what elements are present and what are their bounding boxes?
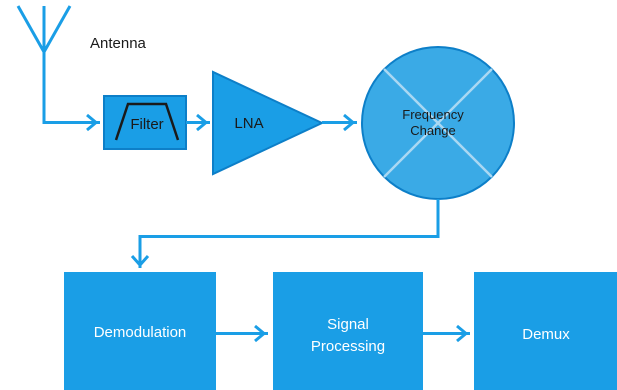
demodulation-label: Demodulation (94, 324, 187, 341)
antenna-label: Antenna (90, 35, 147, 52)
bandpass-icon (114, 102, 180, 141)
mixer-to-demodulation-wire (130, 199, 440, 268)
filter-block: Filter (103, 95, 187, 150)
demux-label: Demux (522, 326, 570, 343)
lna-to-mixer-arrow (322, 113, 357, 132)
mixer-label-line2: Change (410, 123, 456, 138)
lna-amplifier: LNA (212, 70, 325, 176)
demodulation-to-signal-arrow (216, 324, 268, 343)
signal-processing-block: Signal Processing (273, 272, 423, 390)
antenna-symbol (16, 5, 100, 132)
filter-label: Filter (130, 116, 163, 133)
signal-processing-line1: Signal (327, 316, 369, 333)
signal-processing-line2: Processing (311, 338, 385, 355)
filter-to-lna-arrow (186, 113, 210, 132)
demux-block: Demux (474, 272, 617, 390)
signal-to-demux-arrow (423, 324, 470, 343)
lna-label: LNA (234, 115, 263, 132)
demodulation-block: Demodulation (64, 272, 216, 390)
frequency-change-mixer: Frequency Change (361, 46, 515, 200)
mixer-label-line1: Frequency (402, 107, 464, 122)
